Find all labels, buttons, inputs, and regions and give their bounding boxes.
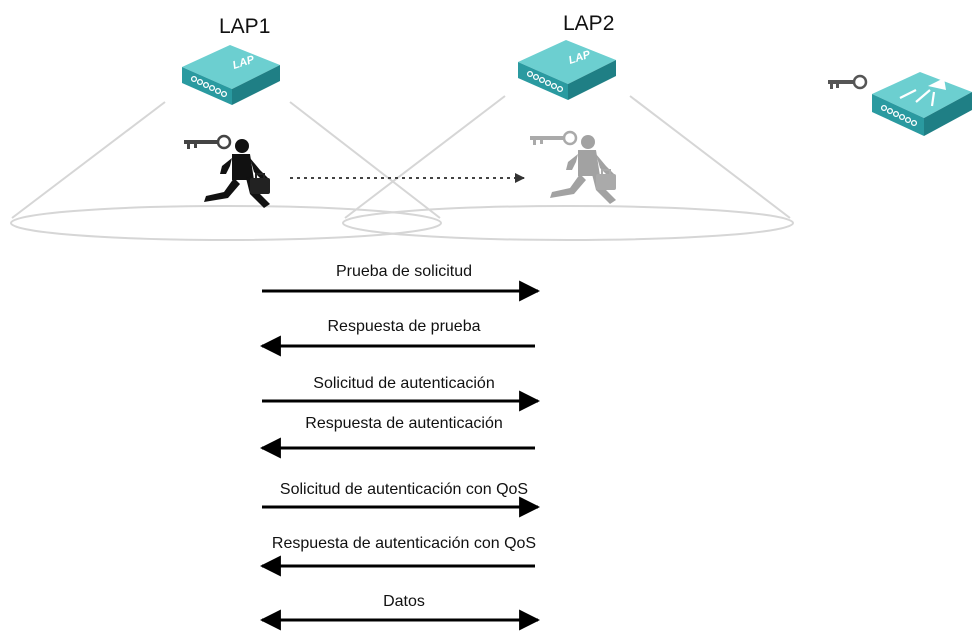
msg-label-prueba-de-solicitud: Prueba de solicitud [335, 263, 473, 280]
msg-label-solicitud-de-autenticacion: Solicitud de autenticación [313, 375, 495, 392]
lap2-access-point-icon: LAP [518, 40, 616, 100]
lap1-access-point-icon: LAP [182, 45, 280, 105]
msg-label-respuesta-de-autenticacion: Respuesta de autenticación [305, 415, 503, 432]
controller-key-icon [828, 74, 868, 90]
lap2-coverage-cone [342, 95, 794, 241]
lap1-label: LAP1 [219, 15, 271, 38]
wireless-controller-icon [872, 72, 972, 136]
msg-label-solicitud-qos: Solicitud de autenticación con QoS [279, 481, 529, 498]
lap2-label: LAP2 [563, 12, 615, 35]
lap1-coverage-cone [10, 101, 442, 241]
roaming-user-faded-icon [530, 130, 616, 204]
roaming-user-icon [184, 134, 270, 208]
msg-label-datos: Datos [383, 593, 425, 610]
client-key-icon [184, 134, 232, 150]
msg-label-respuesta-qos: Respuesta de autenticación con QoS [271, 535, 537, 552]
msg-label-respuesta-de-prueba: Respuesta de prueba [327, 318, 481, 335]
